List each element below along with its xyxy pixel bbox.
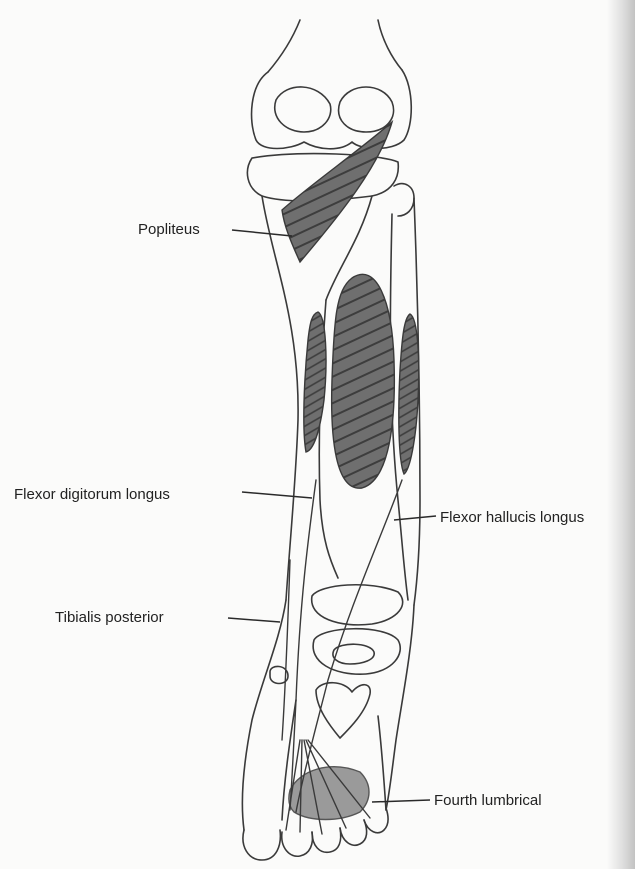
label-tibialis-posterior: Tibialis posterior <box>55 609 164 627</box>
right-muscle <box>399 314 419 474</box>
tendon-fhl <box>296 480 402 812</box>
leader-fdl <box>242 492 312 498</box>
toe-3 <box>312 828 341 852</box>
navicular-outline <box>316 683 370 738</box>
left-muscle <box>304 312 326 452</box>
midfoot-outline-right <box>378 716 386 810</box>
tibia-outline-left <box>262 196 298 600</box>
popliteus-muscle <box>282 122 392 262</box>
calcaneus-inner <box>333 644 374 664</box>
condyle-right <box>339 87 394 132</box>
leader-popliteus <box>232 230 292 236</box>
medial-outline <box>242 600 286 830</box>
tendon-tp <box>282 560 290 740</box>
fibula-head <box>394 184 414 216</box>
tendon-fan-2 <box>300 740 302 832</box>
leader-tp <box>228 618 280 622</box>
femur-outline-left <box>268 20 300 72</box>
tendon-fdl <box>290 480 316 810</box>
calcaneus-outline <box>313 629 400 674</box>
condyle-left <box>275 87 331 132</box>
talus-outline <box>312 585 403 625</box>
label-popliteus: Popliteus <box>138 221 200 239</box>
toe-5 <box>364 808 388 833</box>
toe-2 <box>282 832 313 856</box>
leader-fourth-lumbrical <box>372 800 430 802</box>
label-flexor-hallucis-longus: Flexor hallucis longus <box>440 509 584 527</box>
toe-1 <box>243 830 280 860</box>
label-flexor-digitorum-longus: Flexor digitorum longus <box>14 486 170 504</box>
femur-outline-right <box>378 20 402 70</box>
label-fourth-lumbrical: Fourth lumbrical <box>434 792 542 810</box>
central-muscle <box>332 274 395 488</box>
lateral-outline <box>386 605 414 810</box>
